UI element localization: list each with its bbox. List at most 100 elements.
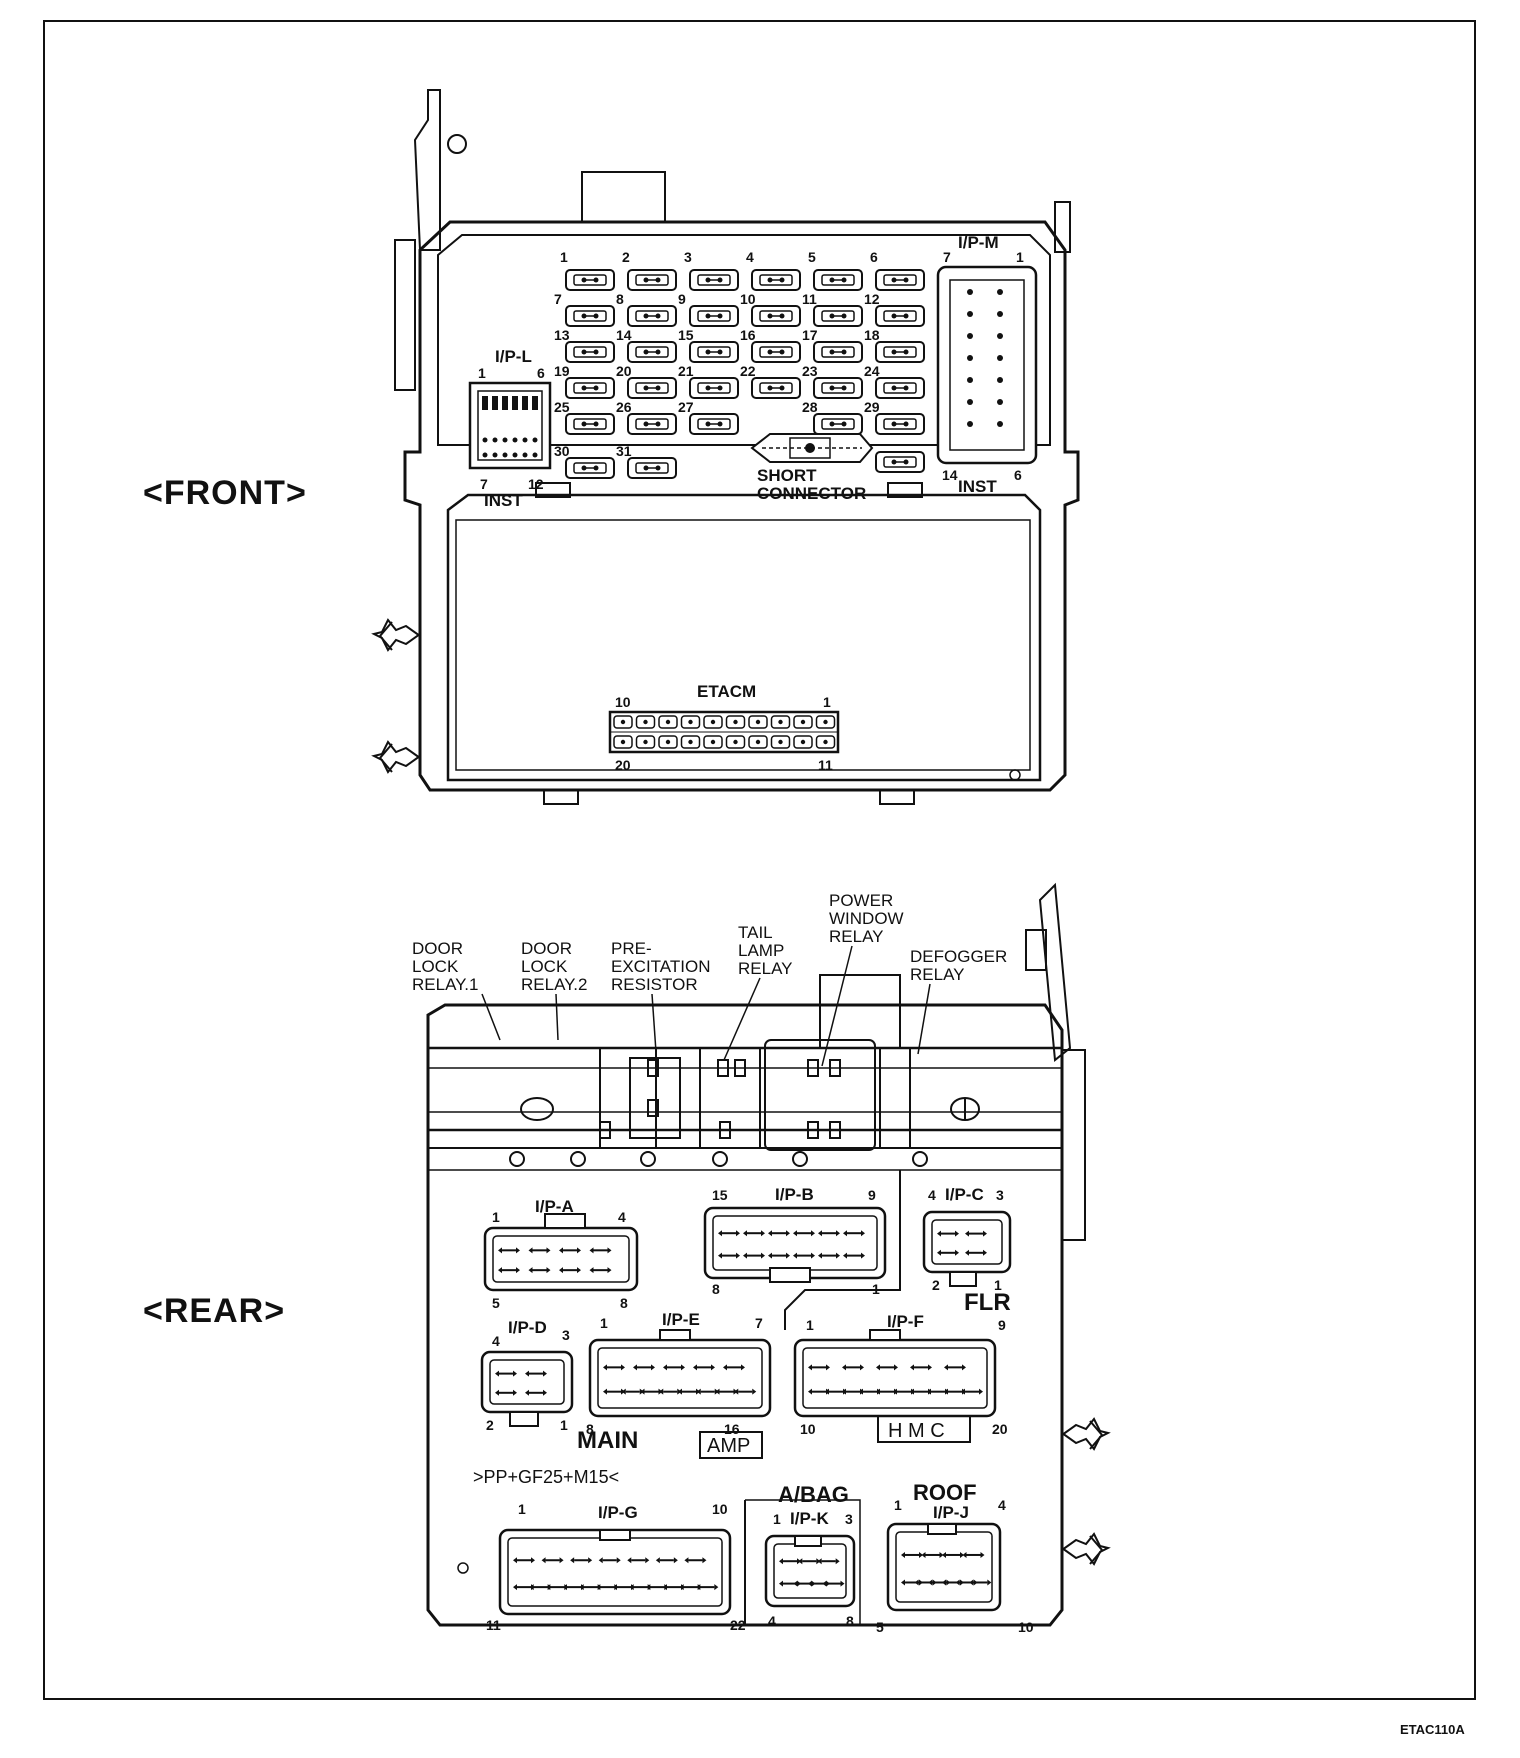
connector-pin: [680, 715, 701, 729]
connector-pin: [532, 452, 538, 458]
mounting-clip: [1061, 1418, 1109, 1450]
pin-number: 20: [992, 1421, 1008, 1437]
connector-pin: [703, 715, 723, 729]
relay-label: DOOR: [521, 939, 572, 958]
pin-number: 7: [755, 1315, 763, 1331]
fuse-slot: [689, 305, 739, 327]
fuse-slot: [689, 377, 739, 399]
relay-pin: [719, 1121, 731, 1139]
ip-l-label: I/P-L: [495, 347, 532, 366]
pin-number: 20: [615, 757, 631, 773]
pin-number: 6: [537, 365, 545, 381]
relay-pin: [734, 1059, 746, 1077]
connector-pin: [800, 719, 806, 725]
pin-number: 15: [712, 1187, 728, 1203]
connector-pin: [502, 452, 508, 458]
fuse-slot: [813, 305, 863, 327]
fuse-number: 12: [864, 291, 880, 307]
connector-pin: [967, 311, 973, 317]
pin-number: 1: [518, 1501, 526, 1517]
fuse-slot: [751, 269, 801, 291]
amp-mark-box: [699, 1431, 763, 1459]
fuse-number: 11: [802, 291, 817, 307]
mounting-hole: [712, 1151, 728, 1167]
pin-number: 10: [800, 1421, 816, 1437]
connector-pin: [725, 715, 746, 729]
fuse-slot: [813, 341, 863, 363]
fuse-slot: [689, 413, 739, 435]
fuse-slot: [565, 457, 615, 479]
connector-pin: [748, 735, 768, 749]
connector-label: I/P-F: [887, 1312, 924, 1331]
relay-pin: [829, 1059, 841, 1077]
connector-pin: [613, 715, 633, 729]
connector-pin: [680, 735, 701, 749]
fuse-slot: [813, 377, 863, 399]
connector-pin: [997, 355, 1003, 361]
fuse-slot: [875, 305, 925, 327]
connector-pin: [665, 719, 671, 725]
relay-pin: [599, 1121, 611, 1139]
pin-number: 9: [998, 1317, 1006, 1333]
ip-l-connector: I/P-L 1 6 7 12 INST: [468, 347, 552, 510]
pin-number: 4: [998, 1497, 1006, 1513]
connector-label: I/P-G: [598, 1503, 638, 1522]
connector-pin: [748, 715, 768, 729]
fuse-number: 17: [802, 327, 818, 343]
relay-label: RELAY: [829, 927, 884, 946]
relay-callouts: DOOR LOCK RELAY.1 DOOR LOCK RELAY.2 PRE-…: [412, 891, 1007, 1067]
connector-pin: [800, 739, 806, 745]
pin-number: 14: [942, 467, 958, 483]
fuse-number: 10: [740, 291, 756, 307]
connector-pin: [688, 739, 693, 745]
connector-label: I/P-C: [945, 1185, 984, 1204]
connector-pin: [725, 735, 746, 749]
fuse-slot: [813, 413, 863, 435]
fuse-slot: [627, 377, 677, 399]
connector-pin: [502, 437, 508, 443]
connector-pin: [997, 289, 1003, 295]
fuse-slot: [627, 305, 677, 327]
connector-pin: [665, 739, 671, 745]
fuse-slot: [627, 341, 677, 363]
fuse-number: 28: [802, 399, 818, 415]
fuse-slot: [565, 413, 615, 435]
connector-pin: [492, 437, 498, 443]
pin-number: 4: [492, 1333, 500, 1349]
connector-pin: [733, 739, 738, 745]
fuse-slot: [875, 451, 925, 473]
connector-pin: [512, 452, 518, 458]
connector-pin: [482, 396, 488, 410]
pin-number: 9: [868, 1187, 876, 1203]
connector-label: I/P-D: [508, 1318, 547, 1337]
pin-number: 1: [894, 1497, 902, 1513]
short-connector-label: SHORT: [757, 466, 817, 485]
relay-label: RELAY.1: [412, 975, 478, 994]
fuse-slot: [565, 269, 615, 291]
relay-pin: [807, 1121, 819, 1139]
pin-number: 1: [600, 1315, 608, 1331]
connector-pin: [658, 735, 678, 749]
connector-pin: [755, 739, 761, 745]
connector-pin: [733, 719, 738, 725]
relay-label: RELAY: [738, 959, 793, 978]
fuse-number: 27: [678, 399, 694, 415]
connector-pin: [620, 719, 626, 725]
mounting-hole: [509, 1151, 525, 1167]
ip-m-connector: I/P-M 7 1 14 6 INST: [936, 233, 1038, 496]
rear-housing: [426, 1003, 1064, 1627]
pin-number: 5: [492, 1295, 500, 1311]
connector-pin: [967, 355, 973, 361]
mounting-clip: [373, 619, 421, 651]
connector-pin: [502, 396, 508, 410]
mounting-clip: [1061, 1533, 1109, 1565]
relay-label: LAMP: [738, 941, 784, 960]
fuse-number: 30: [554, 443, 570, 459]
short-connector: SHORT CONNECTOR: [750, 433, 874, 503]
fuse-slot: [875, 341, 925, 363]
